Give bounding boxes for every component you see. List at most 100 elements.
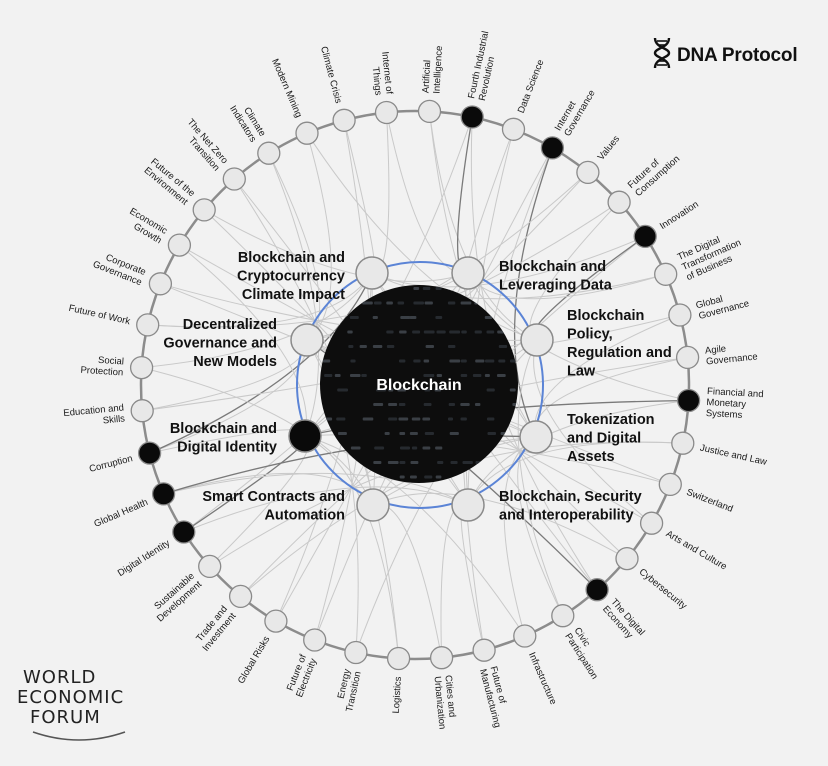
code-glyph	[348, 345, 354, 348]
outer-topic-node[interactable]	[222, 167, 246, 191]
code-glyph	[423, 374, 435, 377]
outer-topic-label-line: Values	[596, 133, 623, 162]
outer-topic-node[interactable]	[576, 160, 600, 185]
outer-topic-node[interactable]	[658, 472, 682, 497]
outer-topic-node[interactable]	[295, 121, 319, 145]
center-node[interactable]: Blockchain	[320, 285, 521, 483]
connector-line	[183, 486, 469, 533]
outer-topic-node[interactable]	[585, 578, 609, 602]
outer-topic-node[interactable]	[654, 262, 678, 286]
outer-topic-node[interactable]	[513, 624, 537, 648]
outer-topic-label: GlobalGovernance	[695, 288, 751, 322]
code-glyph	[398, 417, 409, 421]
outer-topic-node[interactable]	[257, 141, 281, 165]
code-glyph	[374, 446, 385, 450]
outer-topic-node[interactable]	[344, 640, 368, 665]
brand[interactable]: DNA Protocol	[651, 36, 798, 75]
outer-topic-label-line: Future of Work	[68, 303, 132, 328]
code-glyph	[461, 330, 467, 334]
code-glyph	[372, 345, 383, 348]
outer-topic-node[interactable]	[551, 604, 575, 628]
outer-topic-label-line: Monetary	[706, 397, 746, 410]
code-glyph	[486, 330, 495, 334]
organization-logo-line: FORUM	[30, 707, 101, 728]
inner-topic-node[interactable]	[290, 323, 324, 357]
code-glyph	[498, 345, 508, 348]
outer-topic-node[interactable]	[540, 136, 565, 160]
outer-topic-node[interactable]	[167, 233, 192, 257]
outer-topic-node[interactable]	[472, 638, 496, 662]
inner-topic-label-line: Leveraging Data	[499, 278, 613, 294]
inner-topic-node[interactable]	[519, 420, 553, 454]
outer-topic-node[interactable]	[386, 646, 411, 671]
outer-topic-node[interactable]	[417, 99, 442, 124]
outer-topic-node[interactable]	[130, 399, 154, 423]
outer-topic-node[interactable]	[501, 117, 526, 141]
code-glyph	[425, 345, 434, 348]
outer-topic-label-line: Intelligence	[431, 45, 445, 94]
code-glyph	[410, 461, 419, 464]
code-glyph	[486, 388, 495, 392]
outer-topic-label: The DigitalTransformationof Business	[676, 227, 747, 283]
outer-topic-label: Arts and Culture	[664, 528, 729, 572]
inner-topic-node[interactable]	[356, 488, 390, 522]
connector-line	[503, 436, 537, 637]
code-glyph	[422, 287, 431, 290]
outer-topic-label-line: Infrastructure	[526, 651, 558, 707]
code-glyph	[448, 345, 456, 348]
connector-line	[268, 153, 320, 437]
connector-line	[149, 272, 373, 454]
code-glyph	[449, 432, 459, 435]
outer-topic-node[interactable]	[136, 313, 160, 337]
outer-topic-node[interactable]	[228, 584, 253, 609]
outer-topic-node[interactable]	[607, 190, 631, 214]
code-glyph	[423, 330, 435, 334]
outer-topic-node[interactable]	[374, 100, 399, 125]
outer-topic-node[interactable]	[429, 646, 454, 670]
organization-logo-line: WORLD	[23, 667, 97, 688]
outer-topic-node[interactable]	[151, 482, 176, 506]
code-glyph	[376, 388, 387, 392]
outer-topic-label: Corruption	[88, 453, 134, 475]
outer-ring	[139, 109, 691, 661]
outer-topic-node[interactable]	[332, 108, 356, 132]
outer-topic-node[interactable]	[671, 431, 695, 455]
connector-line	[513, 147, 554, 438]
code-glyph	[388, 388, 394, 392]
code-glyph	[436, 374, 442, 377]
inner-topic-node[interactable]	[520, 323, 554, 357]
code-glyph	[460, 301, 472, 305]
inner-topic-node[interactable]	[451, 488, 485, 522]
inner-topic-node[interactable]	[288, 419, 322, 453]
outer-topic-node[interactable]	[615, 546, 639, 571]
outer-topic-node[interactable]	[198, 554, 222, 579]
outer-topic-node[interactable]	[668, 303, 692, 327]
outer-topic-node[interactable]	[675, 345, 700, 370]
inner-topic-label-line: Climate Impact	[242, 287, 345, 303]
code-glyph	[434, 388, 442, 392]
code-glyph	[424, 301, 433, 305]
code-glyph	[435, 446, 443, 450]
outer-topic-node[interactable]	[460, 105, 484, 129]
outer-topic-node[interactable]	[172, 520, 196, 544]
code-texture	[322, 287, 518, 479]
outer-topic-node[interactable]	[676, 388, 701, 413]
outer-topic-node[interactable]	[633, 224, 657, 249]
outer-topic-label-line: Arts and Culture	[664, 528, 729, 572]
code-glyph	[413, 287, 420, 290]
outer-topic-node[interactable]	[303, 628, 327, 652]
outer-topic-label-line: Cybersecurity	[637, 567, 689, 612]
outer-topic-label: InternetGovernance	[553, 83, 598, 139]
outer-topic-node[interactable]	[192, 198, 216, 222]
inner-topic-node[interactable]	[355, 256, 389, 290]
outer-topic-label-line: Switzerland	[685, 487, 735, 515]
outer-topic-node[interactable]	[148, 272, 173, 296]
outer-topic-node[interactable]	[129, 355, 154, 380]
outer-topic-node[interactable]	[639, 511, 664, 535]
inner-topic-node[interactable]	[451, 256, 485, 290]
code-glyph	[350, 359, 356, 363]
outer-topic-node[interactable]	[137, 441, 162, 465]
outer-topic-node[interactable]	[264, 609, 288, 633]
